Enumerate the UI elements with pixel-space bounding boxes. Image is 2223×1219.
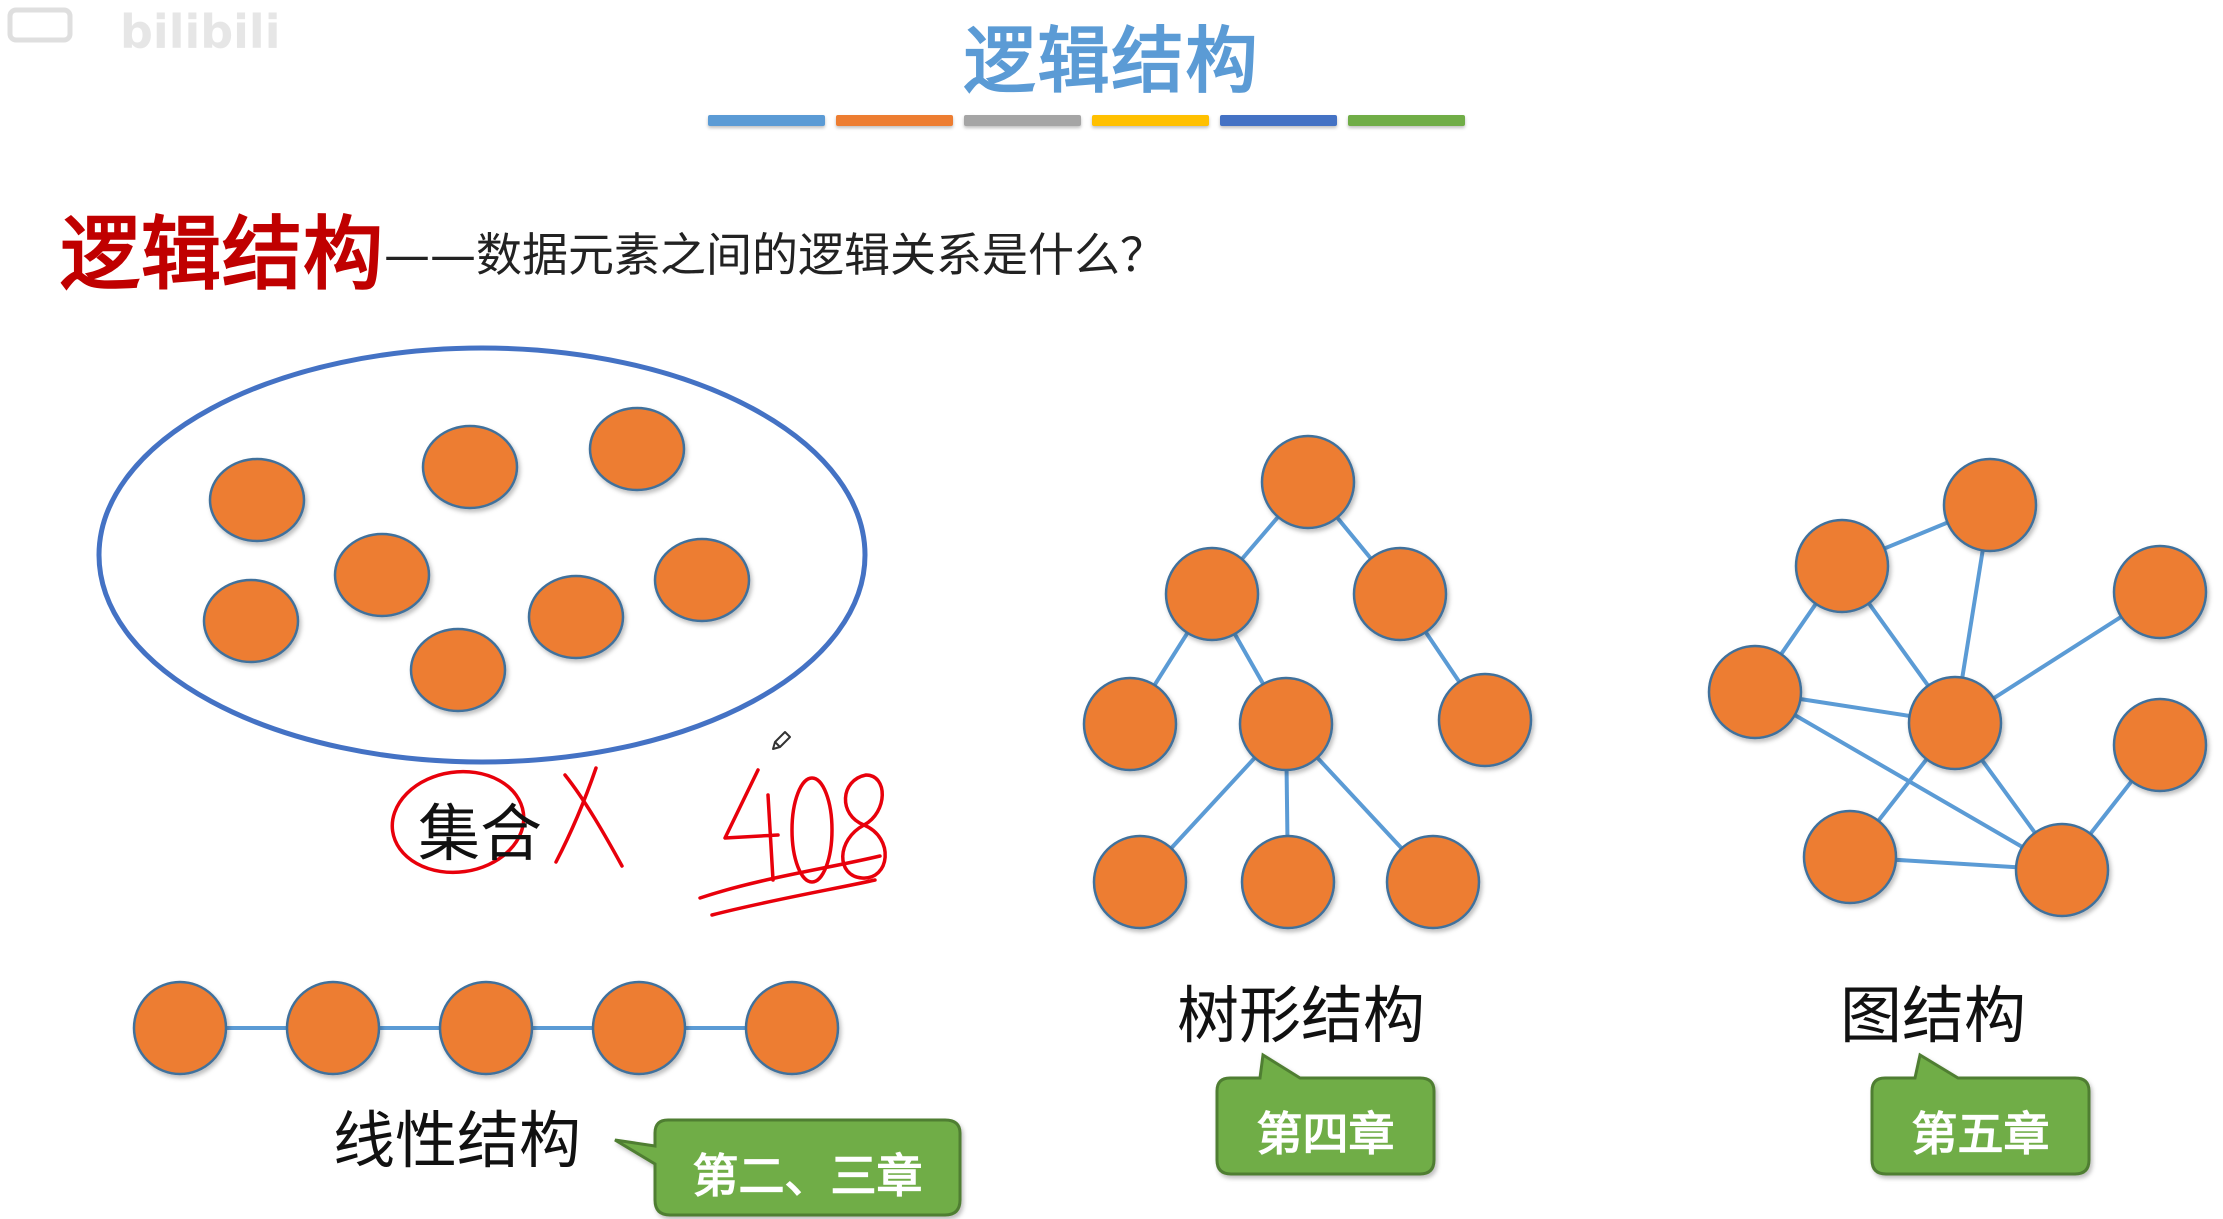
callout-shapes	[614, 1052, 2091, 1217]
linear-node	[744, 980, 840, 1076]
tree-node	[1164, 546, 1260, 642]
tree-root-node	[1260, 434, 1356, 530]
linear-node	[285, 980, 381, 1076]
section-heading: 逻辑结构——数据元素之间的逻辑关系是什么？	[60, 190, 1166, 306]
handwritten-annotations	[390, 731, 887, 917]
graph-node	[1802, 809, 1898, 905]
number-408-digit-0	[790, 776, 834, 884]
set-node	[333, 532, 431, 618]
graph-node	[2112, 544, 2208, 640]
color-bar-segment	[1348, 115, 1465, 126]
linear-structure-label: 线性结构	[333, 1104, 582, 1177]
linear-node	[438, 980, 534, 1076]
graph-node	[1707, 644, 1803, 740]
set-node	[653, 537, 751, 623]
graph-node	[1907, 675, 2003, 771]
graph-node	[1942, 457, 2038, 553]
graph-node	[2112, 697, 2208, 793]
color-bar-segment	[836, 115, 953, 126]
set-node	[421, 424, 519, 510]
callout-graph-shape	[1870, 1052, 2091, 1176]
bilibili-watermark-logo: bilibili	[7, 5, 280, 59]
heading-question: ——数据元素之间的逻辑关系是什么？	[384, 228, 1166, 282]
set-node	[409, 627, 507, 713]
set-node	[202, 578, 300, 664]
color-bar-segment	[1220, 115, 1337, 126]
pen-cursor-icon	[772, 731, 791, 750]
tree-node	[1240, 834, 1336, 930]
set-label-circle-mark	[390, 769, 526, 875]
number-408-digit-8	[841, 773, 887, 880]
tree-structure-label: 树形结构	[1177, 979, 1426, 1052]
graph-structure-label: 图结构	[1840, 979, 2027, 1052]
callout-linear-text: 第二、三章	[692, 1149, 923, 1203]
color-bar-segment	[964, 115, 1081, 126]
tree-node	[1092, 834, 1188, 930]
color-bar-segment	[1092, 115, 1209, 126]
callout-tree-shape	[1215, 1052, 1436, 1176]
set-node	[208, 457, 306, 543]
set-structure-label: 集合	[418, 797, 543, 870]
set-structure	[96, 345, 868, 765]
tree-node	[1352, 546, 1448, 642]
tree-structure	[1082, 434, 1533, 930]
title-color-bar	[708, 115, 1465, 126]
graph-structure	[1707, 457, 2208, 918]
callout-linear-shape	[614, 1118, 962, 1217]
linear-node	[132, 980, 228, 1076]
color-bar-segment	[708, 115, 825, 126]
tree-node	[1082, 676, 1178, 772]
linear-structure	[132, 980, 840, 1076]
cross-mark	[563, 773, 624, 868]
heading-keyword: 逻辑结构	[60, 208, 384, 301]
underline-mark	[710, 878, 877, 917]
graph-node	[2014, 822, 2110, 918]
tree-node	[1385, 834, 1481, 930]
cross-mark	[554, 766, 598, 864]
underline-mark	[698, 854, 882, 900]
svg-text:bilibili: bilibili	[120, 5, 280, 59]
set-boundary-ellipse	[96, 345, 868, 765]
graph-node	[1794, 518, 1890, 614]
linear-node	[591, 980, 687, 1076]
page-title: 逻辑结构	[963, 19, 1260, 103]
callout-graph-text: 第五章	[1911, 1107, 2050, 1161]
number-408-digit-4	[723, 768, 780, 882]
set-node	[588, 406, 686, 492]
callout-tree-text: 第四章	[1256, 1107, 1395, 1161]
set-node	[527, 574, 625, 660]
tree-node	[1437, 672, 1533, 768]
tree-node	[1238, 676, 1334, 772]
